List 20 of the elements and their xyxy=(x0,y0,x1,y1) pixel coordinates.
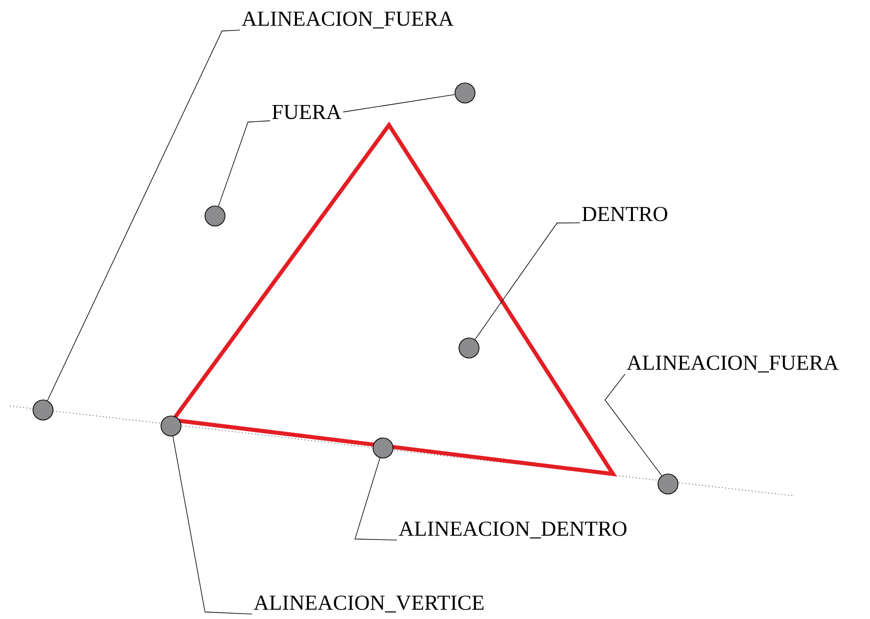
leader-line xyxy=(604,374,662,476)
point-marker xyxy=(32,400,54,420)
point-label: ALINEACION_FUERA xyxy=(626,356,839,372)
point-label: FUERA xyxy=(272,104,342,120)
point-marker xyxy=(658,474,678,494)
point-marker xyxy=(458,338,480,358)
point-label: ALINEACION_FUERA xyxy=(242,12,454,28)
leader-line xyxy=(342,94,456,112)
point-label: ALINEACION_VERTICE xyxy=(254,596,484,612)
point-marker xyxy=(372,438,394,458)
point-marker xyxy=(204,206,226,226)
leader-line xyxy=(218,120,270,207)
leader-line xyxy=(354,458,398,540)
point-label: ALINEACION_DENTRO xyxy=(398,522,626,538)
point-label: DENTRO xyxy=(582,206,668,222)
leader-line xyxy=(172,436,252,614)
leader-line xyxy=(47,30,240,401)
point-marker xyxy=(454,82,476,104)
point-marker xyxy=(160,416,182,436)
leader-line xyxy=(474,222,580,340)
